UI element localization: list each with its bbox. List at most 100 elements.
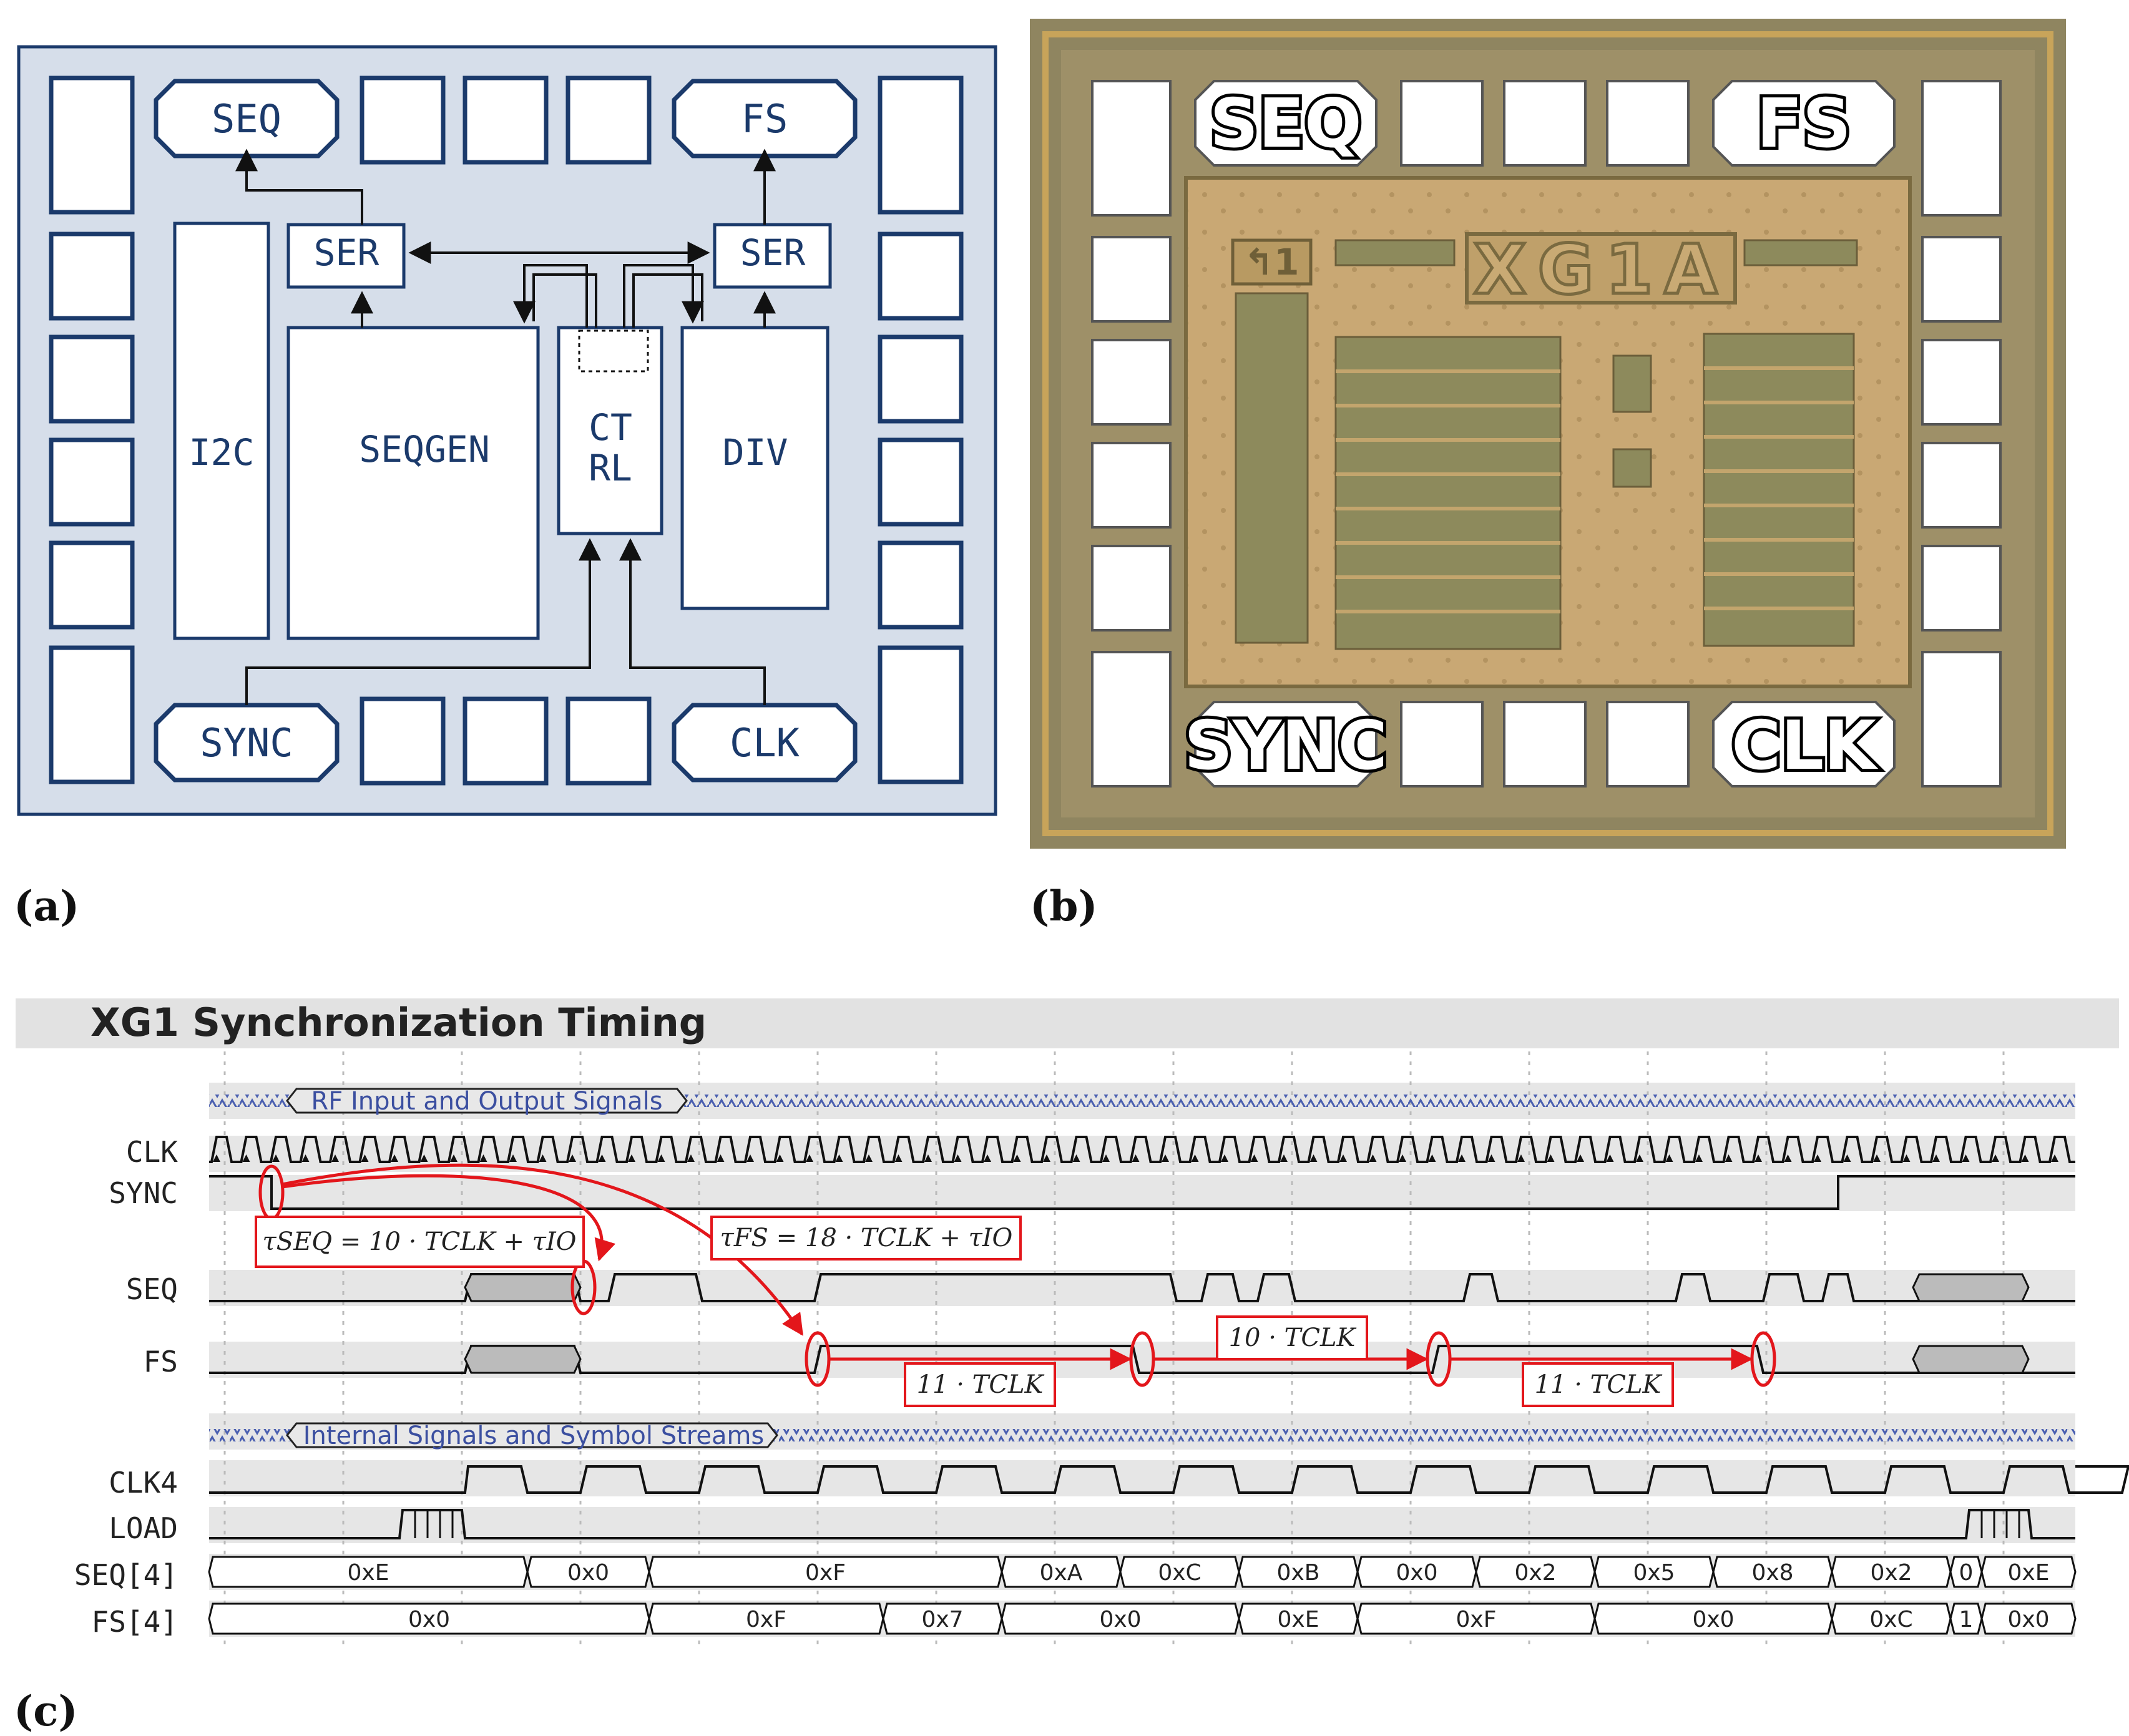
- internal-banner-label: Internal Signals and Symbol Streams: [303, 1421, 765, 1450]
- seq4-value: 0xC: [1158, 1560, 1201, 1586]
- pad-clk: [672, 703, 858, 783]
- clk-edge-marker: [657, 1154, 665, 1162]
- clk-edge-marker: [1487, 1154, 1495, 1162]
- clk-edge-marker: [598, 1154, 606, 1162]
- seq4-value: 0x2: [1514, 1560, 1556, 1586]
- fs4-value: 0xC: [1869, 1607, 1912, 1632]
- left-pad-column: [49, 76, 135, 784]
- seqgen-label: SEQGEN: [359, 428, 490, 471]
- pad: [878, 232, 964, 321]
- clk-edge-marker: [924, 1154, 932, 1162]
- die-pad-fs-label: FS: [1756, 85, 1851, 163]
- clk-edge-marker: [984, 1154, 991, 1162]
- clk-edge-marker: [391, 1154, 398, 1162]
- seq4-segment: [1356, 1556, 1477, 1588]
- seq4-value: 0xB: [1277, 1560, 1320, 1586]
- seq4-segment: [1712, 1556, 1833, 1588]
- pad: [463, 696, 549, 786]
- interval-box: [1216, 1315, 1368, 1360]
- top-pad-row: [360, 76, 652, 165]
- clk-edge-marker: [1517, 1154, 1525, 1162]
- clk-edge-marker: [1606, 1154, 1614, 1162]
- clk-edge-marker: [2021, 1154, 2029, 1162]
- panel-label-c: (c): [14, 1687, 78, 1735]
- seq4-segment: [1593, 1556, 1715, 1588]
- fs4-value: 0x7: [921, 1607, 963, 1632]
- clk-edge-marker: [1280, 1154, 1288, 1162]
- pad-seq: [154, 79, 340, 158]
- fs4-value: 0x0: [1099, 1607, 1141, 1632]
- pad-seq-label: SEQ: [212, 96, 281, 142]
- die-corner-mark: ↰1: [1244, 241, 1299, 283]
- clk-edge-marker: [331, 1154, 339, 1162]
- clk-edge-marker: [806, 1154, 813, 1162]
- clk-edge-marker: [1755, 1154, 1762, 1162]
- clk-edge-marker: [361, 1154, 369, 1162]
- internal-banner-box: [286, 1422, 778, 1448]
- clk-edge-marker: [1369, 1154, 1377, 1162]
- signal-clk-label: CLK: [126, 1135, 178, 1169]
- seq4-segment: [526, 1556, 650, 1588]
- clk-edge-marker: [1902, 1154, 1911, 1162]
- clk-edge-marker: [628, 1154, 635, 1162]
- pad-sync: [154, 703, 340, 783]
- signal-sync-label: SYNC: [109, 1176, 178, 1210]
- clk-edge-marker: [450, 1154, 458, 1162]
- ser-left-label: SER: [314, 232, 379, 274]
- signal-fs-label: FS: [144, 1345, 178, 1378]
- pad: [565, 696, 652, 786]
- pad: [878, 540, 964, 630]
- tau-fs-box: [710, 1216, 1022, 1261]
- fs-undefined-region: [1912, 1345, 2030, 1374]
- clk-edge-marker: [1547, 1154, 1555, 1162]
- clk-edge-marker: [2051, 1154, 2058, 1162]
- bottom-pad-row: [360, 696, 652, 786]
- die-pad-clk-label: CLK: [1731, 707, 1878, 785]
- i2c-label: I2C: [189, 431, 255, 474]
- clk-edge-marker: [242, 1154, 250, 1162]
- panel-a-block-diagram: SEQ FS SYNC CLK I2C SEQGEN CT RL DIV SER…: [17, 45, 997, 816]
- signal-seq-label: SEQ: [126, 1272, 178, 1306]
- pad: [565, 76, 652, 165]
- panel-label-b: (b): [1030, 882, 1098, 930]
- timing-title: XG1 Synchronization Timing: [91, 1000, 707, 1045]
- clk-edge-marker: [1725, 1154, 1733, 1162]
- clk-edge-marker: [717, 1154, 725, 1162]
- seq4-segment: [208, 1556, 529, 1588]
- clk-edge-marker: [687, 1154, 695, 1162]
- seq4-segment: [1831, 1556, 1952, 1588]
- i2c-block: [173, 222, 270, 640]
- clk-edge-marker: [1992, 1154, 1999, 1162]
- right-pad-column: [878, 76, 964, 784]
- clk-edge-marker: [746, 1154, 754, 1162]
- clk-edge-marker: [1636, 1154, 1643, 1162]
- ctrl-label-line1: CT: [589, 406, 632, 449]
- die-corner-mark-box: [1231, 238, 1313, 286]
- pad: [49, 76, 135, 215]
- seq-undefined-region: [464, 1273, 582, 1302]
- load-waveform: [209, 1509, 2075, 1539]
- panel-c-timing: XG1 Synchronization Timing: [16, 998, 2129, 1647]
- seq4-value: 0: [1959, 1560, 1974, 1586]
- fs4-segment: [1238, 1602, 1359, 1635]
- seq-waveform: [209, 1273, 2075, 1302]
- clk-edge-marker: [1013, 1154, 1021, 1162]
- fs4-value: 0x0: [408, 1607, 450, 1632]
- rf-banner-box: [286, 1088, 688, 1114]
- interval-box: [904, 1362, 1056, 1407]
- seq4-segment: [1119, 1556, 1240, 1588]
- signal-fs4-label: FS[4]: [92, 1605, 178, 1639]
- clk-edge-marker: [1873, 1154, 1881, 1162]
- clk-edge-marker: [420, 1154, 428, 1162]
- clk-edge-marker: [1695, 1154, 1703, 1162]
- seq4-value: 0x0: [1396, 1560, 1437, 1586]
- panel-b-die-photo: ↰1 XG1A: [1030, 19, 2066, 849]
- pad: [49, 540, 135, 630]
- clk-edge-marker: [1221, 1154, 1228, 1162]
- ser-right-block: [713, 223, 832, 289]
- fs4-segment: [1001, 1602, 1240, 1635]
- chip-name-box: [1465, 232, 1737, 305]
